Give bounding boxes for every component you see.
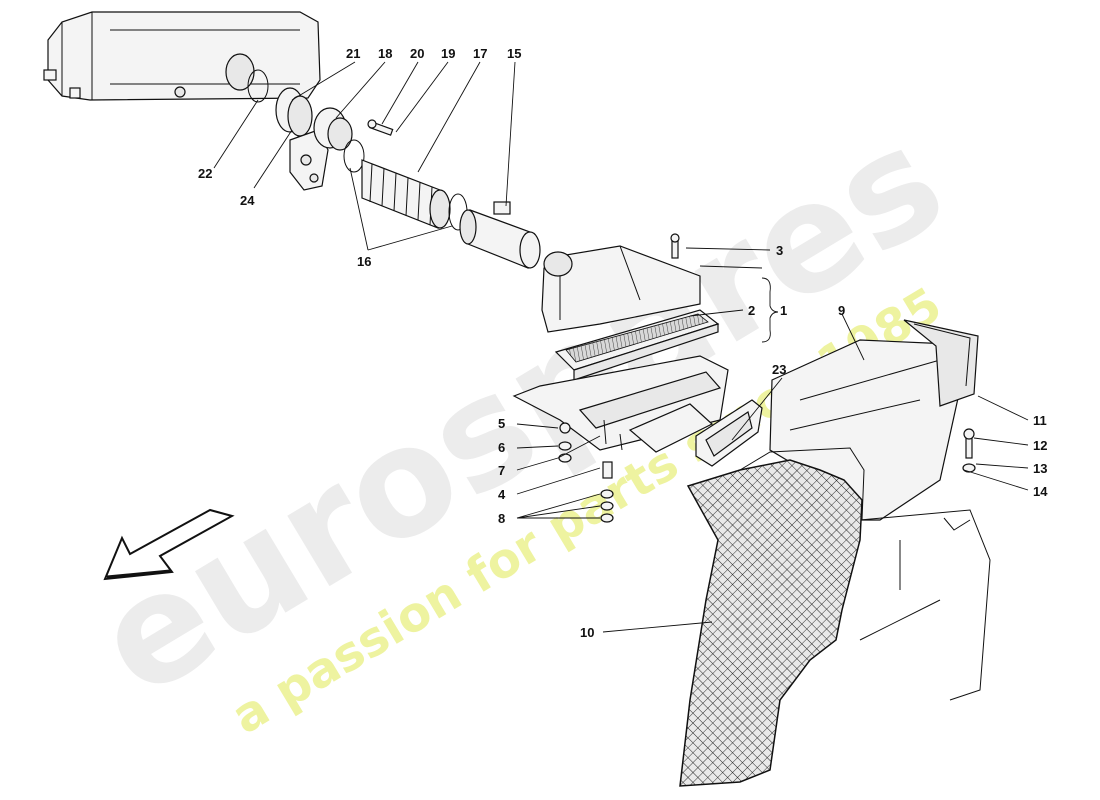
hardware-cluster (558, 422, 614, 523)
mesh-grille-10 (679, 447, 865, 787)
callout-8: 8 (498, 511, 505, 526)
body-panel (859, 509, 991, 701)
callout-22: 22 (198, 166, 212, 181)
callout-20: 20 (410, 46, 424, 61)
front-direction-arrow-icon (103, 508, 235, 581)
callout-6: 6 (498, 440, 505, 455)
callout-5: 5 (498, 416, 505, 431)
airflow-meter-15 (459, 201, 541, 269)
callout-1: 1 (780, 303, 787, 318)
leader-lines (213, 61, 1029, 633)
bracket-21 (289, 129, 329, 191)
callout-21: 21 (346, 46, 360, 61)
intake-plenum (43, 11, 321, 101)
callout-9: 9 (838, 303, 845, 318)
callout-16: 16 (357, 254, 371, 269)
callout-11: 11 (1033, 413, 1047, 428)
callout-23: 23 (772, 362, 786, 377)
callout-15: 15 (507, 46, 521, 61)
hardware-right (962, 428, 976, 473)
clamp-22 (247, 69, 269, 103)
callout-24: 24 (240, 193, 255, 208)
airbox-lower (512, 355, 729, 453)
callout-19: 19 (441, 46, 455, 61)
callout-12: 12 (1033, 438, 1047, 453)
bolt-19-20 (367, 119, 394, 136)
callout-10: 10 (580, 625, 594, 640)
callout-2: 2 (748, 303, 755, 318)
airbox-lid (541, 245, 701, 333)
duct-23 (695, 399, 763, 467)
clamp-16a (343, 139, 365, 173)
callout-4: 4 (498, 487, 506, 502)
throttle-flange-24 (275, 87, 313, 137)
callout-7: 7 (498, 463, 505, 478)
callout-18: 18 (378, 46, 392, 61)
bellows-hose-17 (361, 159, 451, 229)
screw-3 (670, 233, 680, 259)
callout-13: 13 (1033, 461, 1047, 476)
callout-labels: 21 18 20 19 17 15 22 24 16 3 2 1 9 23 11… (198, 46, 1048, 640)
callout-14: 14 (1033, 484, 1048, 499)
callout-17: 17 (473, 46, 487, 61)
adapter-18 (313, 107, 353, 151)
air-filter-2 (554, 309, 720, 381)
callout-3: 3 (776, 243, 783, 258)
